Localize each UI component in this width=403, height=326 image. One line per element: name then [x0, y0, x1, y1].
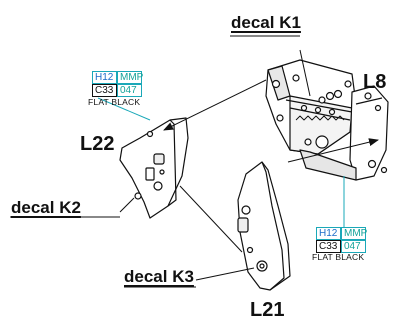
finish-label-bottom: FLAT BLACK: [312, 252, 365, 262]
c-code: C33: [92, 84, 117, 97]
paint-swatch-bottom: H12 MMP C33 047: [316, 227, 367, 253]
part-l21-label: L21: [250, 299, 285, 321]
decal-k3-label: decal K3: [124, 267, 194, 286]
part-l22: [119, 117, 189, 219]
mmp-code: MMP: [117, 71, 143, 84]
part-l8: [265, 59, 389, 181]
decal-k1-label: decal K1: [231, 13, 301, 32]
paint-swatch-top: H12 MMP C33 047: [92, 71, 143, 97]
leader-lines: [119, 49, 379, 281]
h-code: H12: [316, 227, 341, 240]
h-code: H12: [92, 71, 117, 84]
mmp-number: 047: [341, 240, 366, 253]
finish-label-top: FLAT BLACK: [88, 97, 141, 107]
part-l21: [237, 161, 291, 291]
c-code: C33: [316, 240, 341, 253]
callout-lines: [97, 97, 345, 228]
mmp-code: MMP: [341, 227, 367, 240]
decal-k2-label: decal K2: [11, 198, 81, 217]
decal-k2-dot: [134, 192, 142, 200]
mmp-number: 047: [117, 84, 142, 97]
part-l22-label: L22: [80, 133, 115, 155]
part-l8-label: L8: [363, 71, 387, 93]
